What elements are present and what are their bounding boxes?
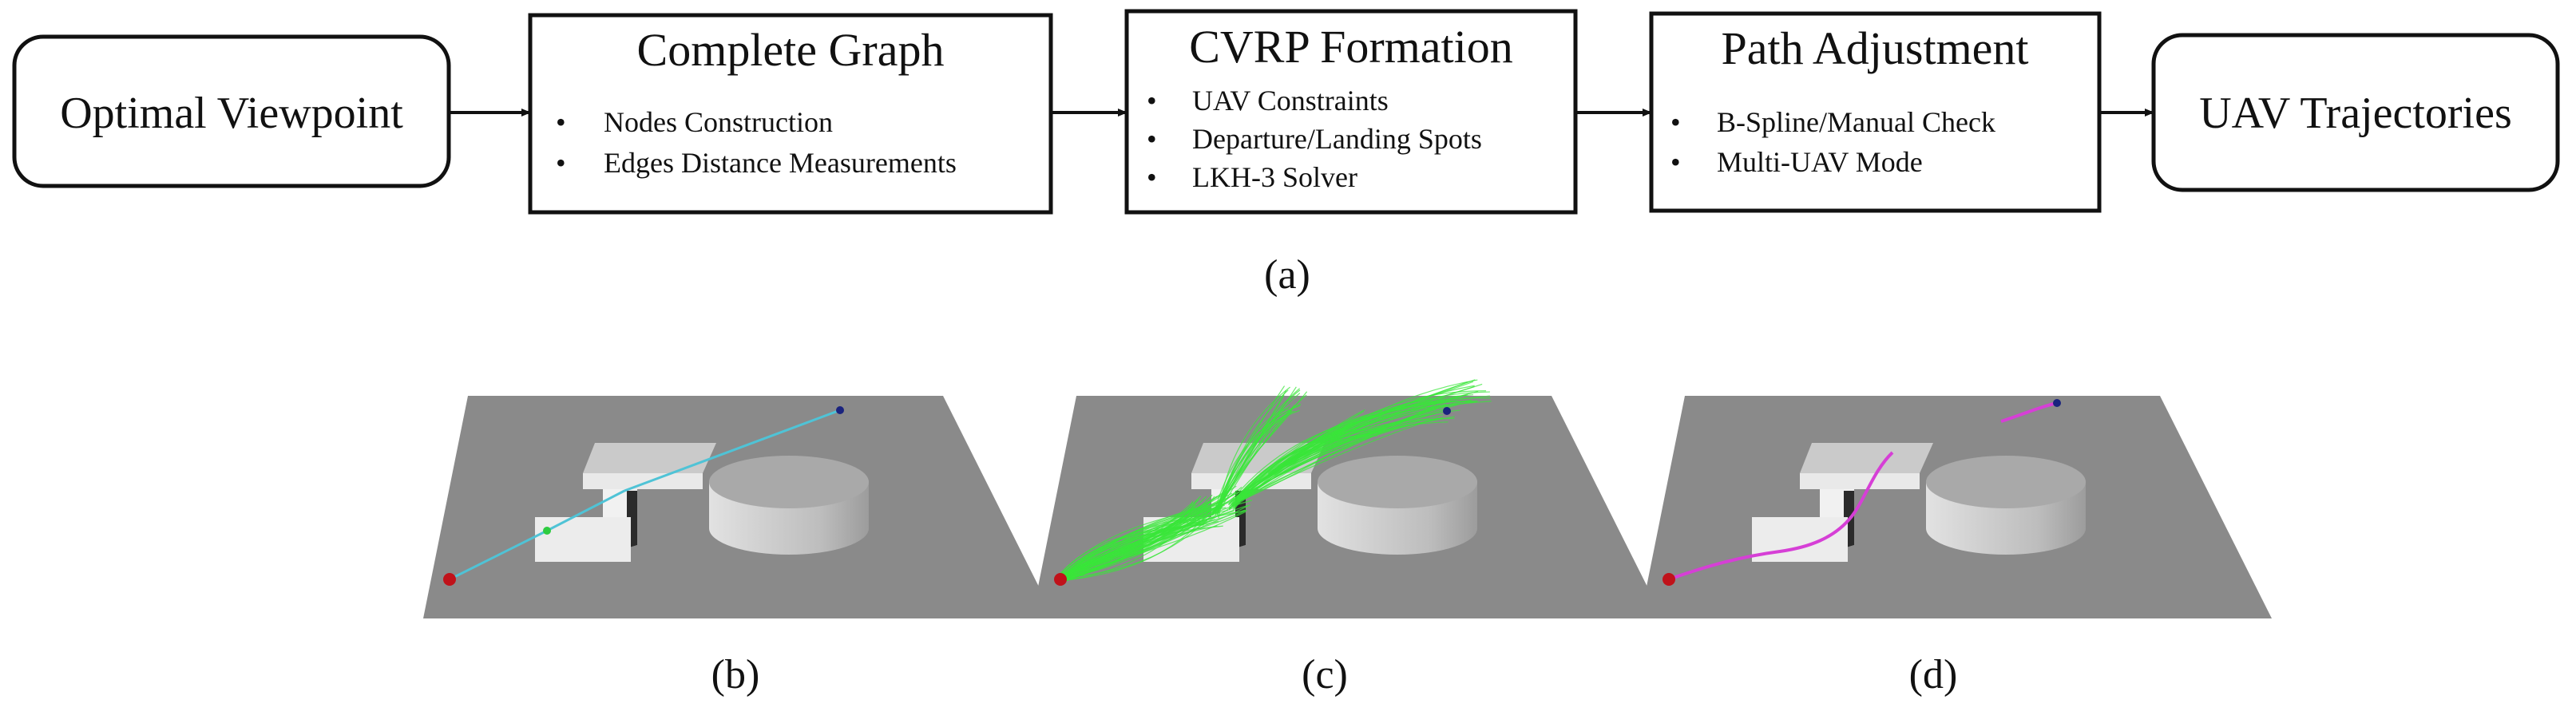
step-bullet: Edges Distance Measurements: [604, 147, 957, 179]
step-title: Path Adjustment: [1721, 22, 2028, 74]
smoothed-trajectory-lower: [1668, 451, 1894, 581]
candidate-path: [1268, 385, 1475, 479]
bullet-icon: •: [1670, 106, 1681, 138]
step-bullet: LKH-3 Solver: [1192, 161, 1357, 193]
end-terminal-label: UAV Trajectories: [2199, 89, 2512, 138]
candidate-path: [1060, 496, 1215, 582]
landing-point: [836, 406, 844, 414]
bullet-icon: •: [1147, 123, 1157, 155]
building-back-top: [1800, 443, 1933, 473]
candidate-path: [1237, 417, 1439, 503]
candidate-path: [1061, 511, 1246, 581]
building-front-block: [1752, 517, 1848, 562]
route-segment: [624, 409, 841, 492]
candidate-path: [1238, 414, 1444, 500]
smoothed-trajectory-upper: [2000, 401, 2058, 423]
candidate-path: [1231, 416, 1367, 505]
scene-terrain: [1640, 396, 2272, 618]
step-bullet: UAV Constraints: [1192, 85, 1389, 117]
candidate-path: [1058, 510, 1211, 582]
candidate-path: [1234, 410, 1383, 510]
candidate-path: [1240, 409, 1460, 502]
step-box-complete-graph: [528, 13, 1053, 215]
cylinder-top: [1926, 456, 2086, 508]
building-back-front: [1800, 473, 1920, 489]
candidate-path: [1058, 508, 1212, 580]
candidate-path: [1062, 510, 1247, 581]
step-title: CVRP Formation: [1189, 21, 1513, 73]
scene-c: [1032, 379, 1663, 618]
step-box-cvrp-formation: [1124, 9, 1578, 215]
caption-a: (a): [1264, 252, 1310, 298]
scene-terrain: [1032, 396, 1663, 618]
landing-point: [2053, 399, 2061, 407]
bullet-icon: •: [1670, 146, 1681, 178]
bullet-icon: •: [1147, 161, 1157, 193]
candidate-path: [1211, 388, 1300, 516]
departure-point: [443, 573, 456, 586]
flowchart: Optimal Viewpoint Complete Graph • Nodes…: [12, 9, 2560, 215]
candidate-path: [1062, 504, 1237, 582]
step-title: Complete Graph: [637, 24, 945, 76]
start-terminal-label: Optimal Viewpoint: [60, 89, 403, 138]
candidate-path: [1272, 394, 1467, 473]
candidate-path: [1235, 404, 1447, 498]
departure-point: [1054, 573, 1067, 586]
step-bullet: Multi-UAV Mode: [1717, 146, 1923, 178]
bullet-icon: •: [556, 106, 566, 138]
building-back-front: [583, 473, 703, 489]
scene-d: [1640, 396, 2272, 618]
building-back-top: [583, 443, 716, 473]
scene-terrain: [423, 396, 1055, 618]
caption-d: (d): [1909, 652, 1958, 697]
candidate-path: [1060, 501, 1210, 579]
candidate-path: [1060, 514, 1202, 579]
building-front-block: [535, 517, 631, 562]
candidate-path: [1211, 405, 1290, 516]
step-bullet: Departure/Landing Spots: [1192, 123, 1482, 155]
cylinder-top: [709, 456, 869, 508]
step-bullet: B-Spline/Manual Check: [1717, 106, 1995, 138]
bullet-icon: •: [556, 147, 566, 179]
landing-point: [1443, 407, 1451, 415]
route-segment: [546, 489, 625, 532]
route-segment: [449, 529, 548, 581]
waypoint: [543, 527, 551, 535]
end-terminal-box: [2151, 33, 2560, 192]
caption-b: (b): [711, 652, 760, 697]
step-bullet: Nodes Construction: [604, 106, 833, 138]
candidate-paths: [1056, 379, 1492, 583]
cylinder-top: [1318, 456, 1477, 508]
candidate-path: [1218, 386, 1291, 514]
departure-point: [1663, 573, 1675, 586]
scene-b: [423, 396, 1055, 618]
candidate-path: [1059, 507, 1227, 580]
candidate-path: [1274, 394, 1474, 476]
caption-c: (c): [1302, 652, 1348, 697]
bullet-icon: •: [1147, 85, 1157, 117]
